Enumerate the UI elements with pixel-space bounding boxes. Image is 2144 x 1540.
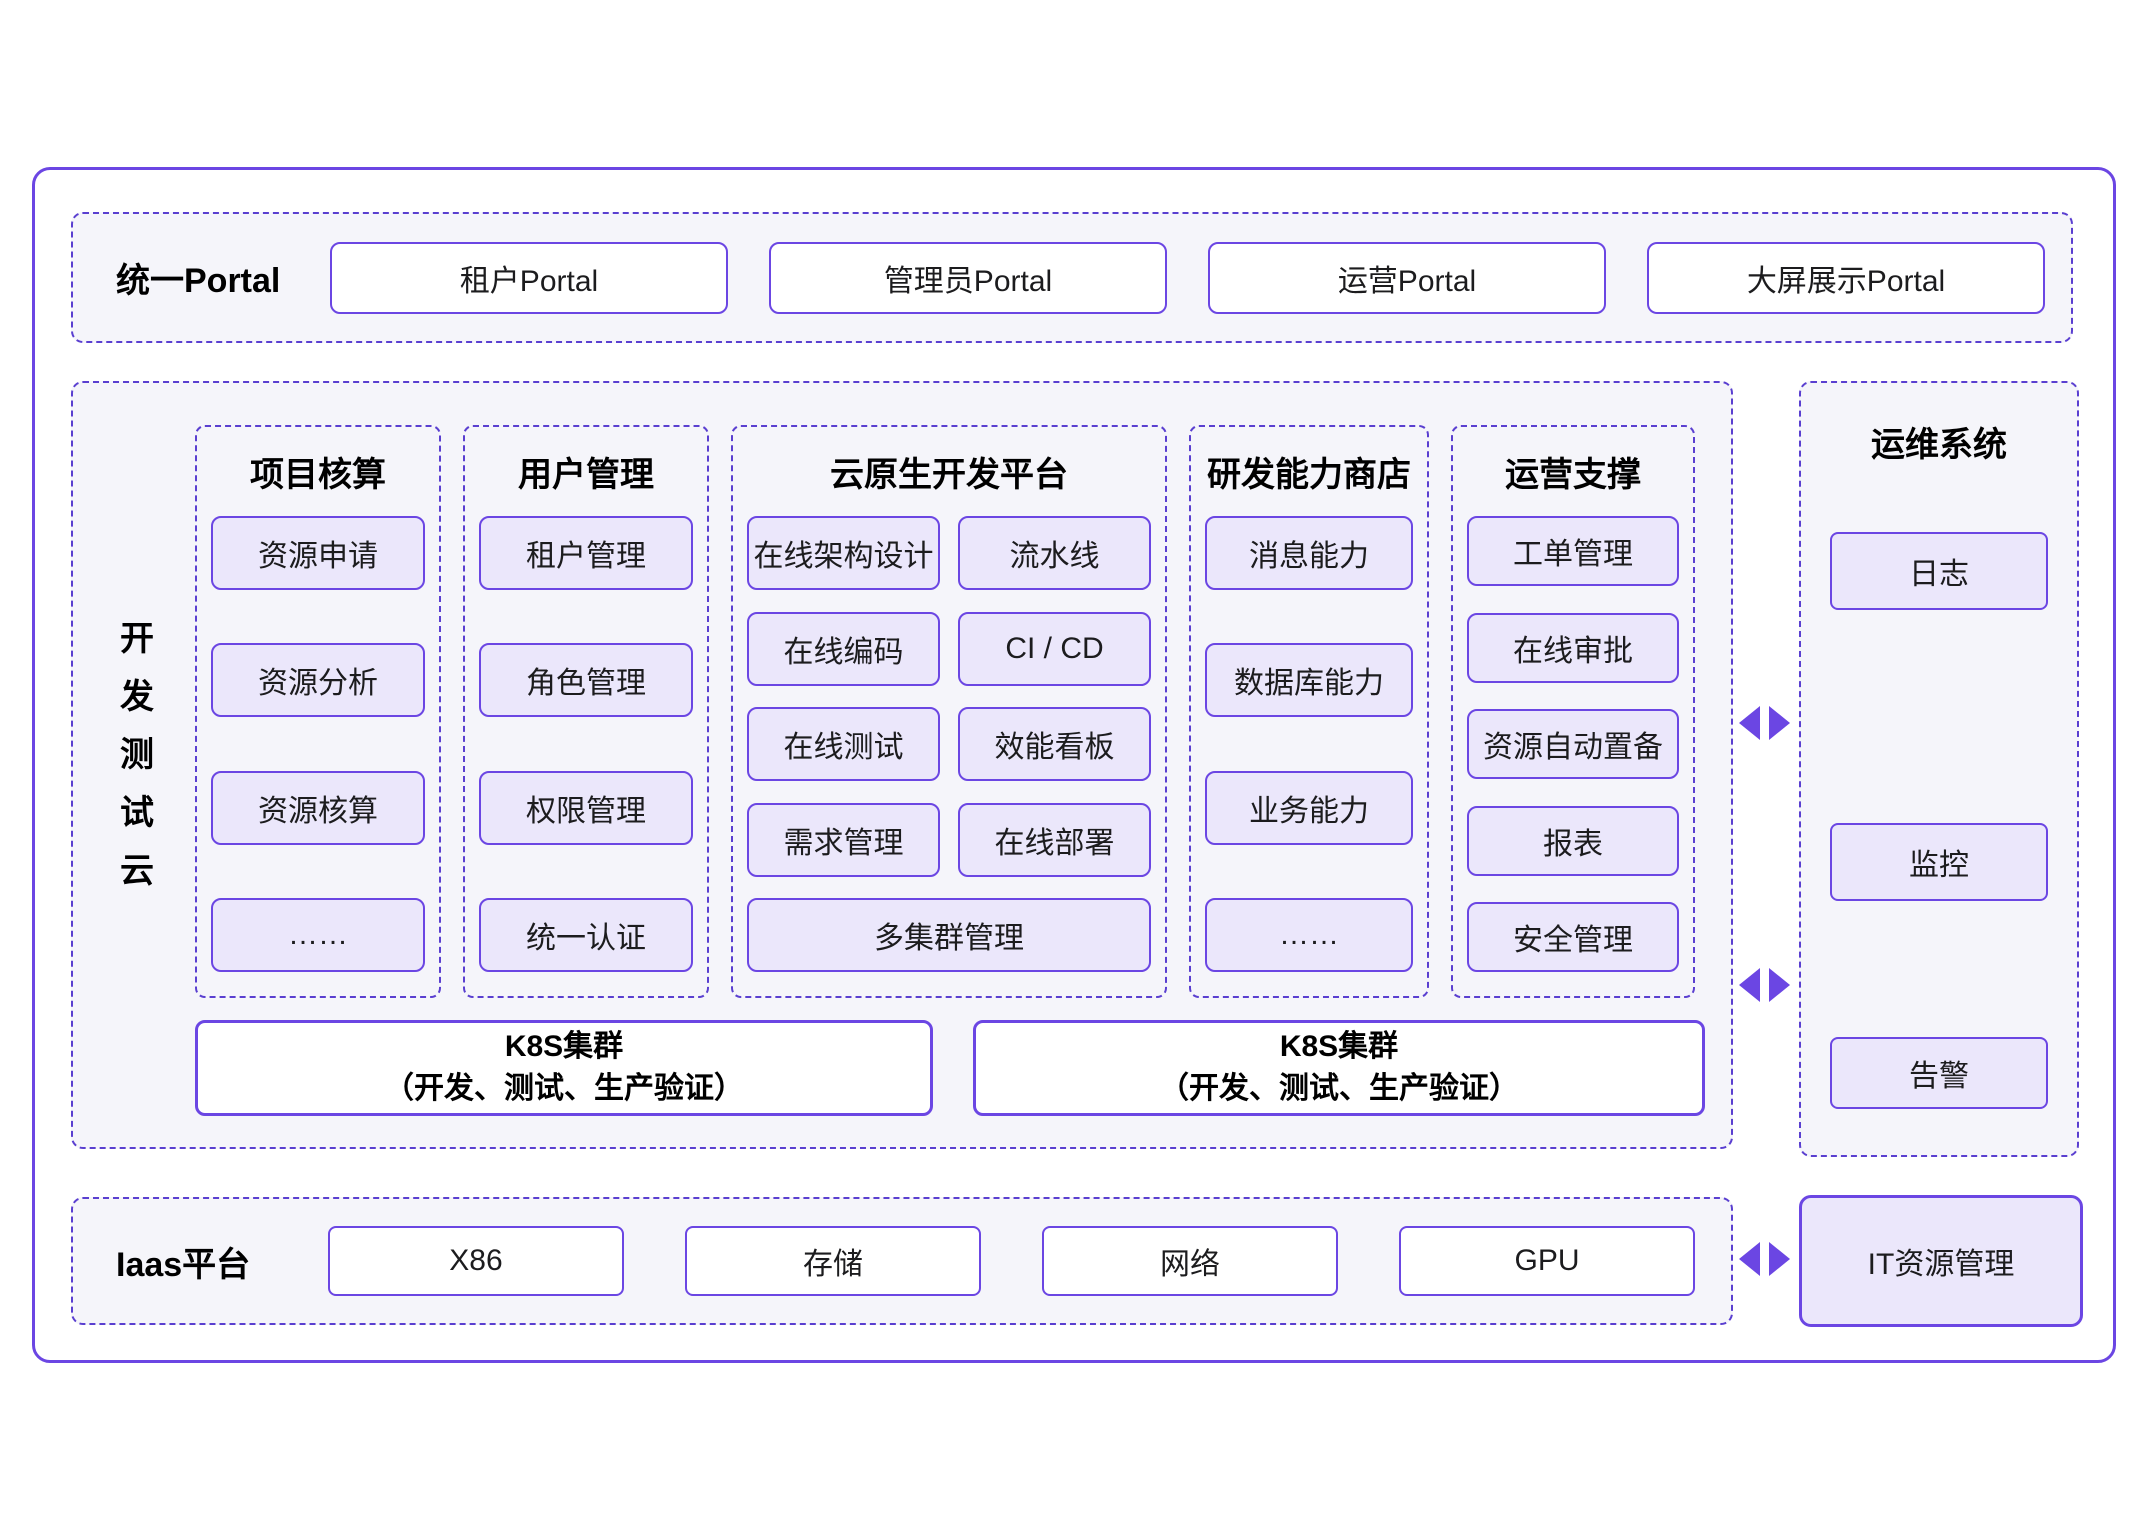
node-message-capability: 消息能力	[1205, 516, 1413, 590]
bidirectional-arrow	[1739, 1242, 1790, 1276]
column-title: 用户管理	[518, 456, 654, 494]
node-online-approval: 在线审批	[1467, 612, 1679, 683]
node-ticket-mgmt: 工单管理	[1467, 516, 1679, 586]
node-tenant-mgmt: 租户管理	[479, 516, 693, 590]
k8s-cluster-row: K8S集群 （开发、测试、生产验证） K8S集群 （开发、测试、生产验证）	[195, 1020, 1705, 1116]
iaas-boxes: X86 存储 网络 GPU	[328, 1226, 1695, 1296]
iaas-section-label: Iaas平台	[116, 1245, 251, 1284]
arrow-right-icon	[1769, 1242, 1790, 1276]
node-monitoring: 监控	[1830, 823, 2048, 901]
ops-system-panel: 运维系统 日志 监控 告警	[1799, 381, 2079, 1157]
node-database-capability: 数据库能力	[1205, 643, 1413, 718]
portal-box-admin: 管理员Portal	[769, 241, 1167, 314]
node-role-mgmt: 角色管理	[479, 643, 693, 718]
node-x86: X86	[328, 1226, 624, 1296]
node-storage: 存储	[685, 1226, 981, 1296]
node-requirement-mgmt: 需求管理	[747, 802, 940, 877]
ops-system-title: 运维系统	[1871, 426, 2007, 464]
portal-section: 统一Portal 租户Portal 管理员Portal 运营Portal 大屏展…	[71, 212, 2073, 343]
portal-section-label: 统一Portal	[116, 262, 281, 300]
capability-columns: 项目核算 资源申请 资源分析 资源核算 …… 用户管理 租户管理 角色管理 权限…	[195, 425, 1695, 998]
column-user-management: 用户管理 租户管理 角色管理 权限管理 统一认证	[463, 425, 709, 998]
node-pipeline: 流水线	[958, 516, 1151, 590]
node-resource-accounting: 资源核算	[211, 770, 425, 845]
column-title: 云原生开发平台	[830, 456, 1068, 494]
dev-test-cloud-label: 开发测试云	[114, 620, 153, 910]
arrow-left-icon	[1739, 706, 1760, 740]
dev-test-cloud-section: 开发测试云 项目核算 资源申请 资源分析 资源核算 …… 用户管理 租户管理	[71, 381, 1733, 1149]
iaas-section: Iaas平台 X86 存储 网络 GPU	[71, 1197, 1733, 1325]
node-ellipsis: ……	[211, 897, 425, 972]
node-resource-apply: 资源申请	[211, 516, 425, 590]
portal-boxes: 租户Portal 管理员Portal 运营Portal 大屏展示Portal	[330, 241, 2045, 314]
node-online-coding: 在线编码	[747, 611, 940, 686]
column-rd-capability-store: 研发能力商店 消息能力 数据库能力 业务能力 ……	[1189, 425, 1429, 998]
node-report: 报表	[1467, 805, 1679, 876]
node-ci-cd: CI / CD	[958, 611, 1151, 686]
outer-container: 统一Portal 租户Portal 管理员Portal 运营Portal 大屏展…	[32, 167, 2116, 1363]
node-performance-board: 效能看板	[958, 707, 1151, 781]
arrow-right-icon	[1769, 706, 1790, 740]
arrow-right-icon	[1769, 968, 1790, 1002]
node-network: 网络	[1042, 1226, 1338, 1296]
node-online-testing: 在线测试	[747, 707, 940, 781]
bidirectional-arrow	[1739, 968, 1790, 1002]
column-project-accounting: 项目核算 资源申请 资源分析 资源核算 ……	[195, 425, 441, 998]
column-cloud-native-platform: 云原生开发平台 在线架构设计 流水线 在线编码 CI / CD 在线测试 效能看	[731, 425, 1167, 998]
column-title: 项目核算	[250, 456, 386, 494]
k8s-cluster-box: K8S集群 （开发、测试、生产验证）	[195, 1020, 933, 1116]
portal-box-tenant: 租户Portal	[330, 241, 728, 314]
portal-box-bigscreen: 大屏展示Portal	[1647, 241, 2045, 314]
node-business-capability: 业务能力	[1205, 770, 1413, 845]
column-title: 研发能力商店	[1207, 456, 1411, 494]
node-multi-cluster-mgmt: 多集群管理	[747, 898, 1151, 972]
bidirectional-arrow	[1739, 706, 1790, 740]
arrow-left-icon	[1739, 1242, 1760, 1276]
node-ellipsis: ……	[1205, 897, 1413, 972]
node-unified-auth: 统一认证	[479, 897, 693, 972]
it-resource-mgmt-box: IT资源管理	[1799, 1195, 2083, 1327]
node-auto-provisioning: 资源自动置备	[1467, 709, 1679, 779]
node-online-arch-design: 在线架构设计	[747, 516, 940, 590]
column-operation-support: 运营支撑 工单管理 在线审批 资源自动置备 报表 安全管理	[1451, 425, 1695, 998]
node-logs: 日志	[1830, 532, 2048, 610]
node-gpu: GPU	[1399, 1226, 1695, 1296]
node-alerting: 告警	[1830, 1037, 2048, 1109]
node-online-deploy: 在线部署	[958, 802, 1151, 877]
column-title: 运营支撑	[1505, 456, 1641, 494]
node-resource-analysis: 资源分析	[211, 643, 425, 718]
arrow-left-icon	[1739, 968, 1760, 1002]
k8s-cluster-box: K8S集群 （开发、测试、生产验证）	[973, 1020, 1705, 1116]
portal-box-operation: 运营Portal	[1208, 241, 1606, 314]
node-permission-mgmt: 权限管理	[479, 770, 693, 845]
node-security-mgmt: 安全管理	[1467, 902, 1679, 972]
